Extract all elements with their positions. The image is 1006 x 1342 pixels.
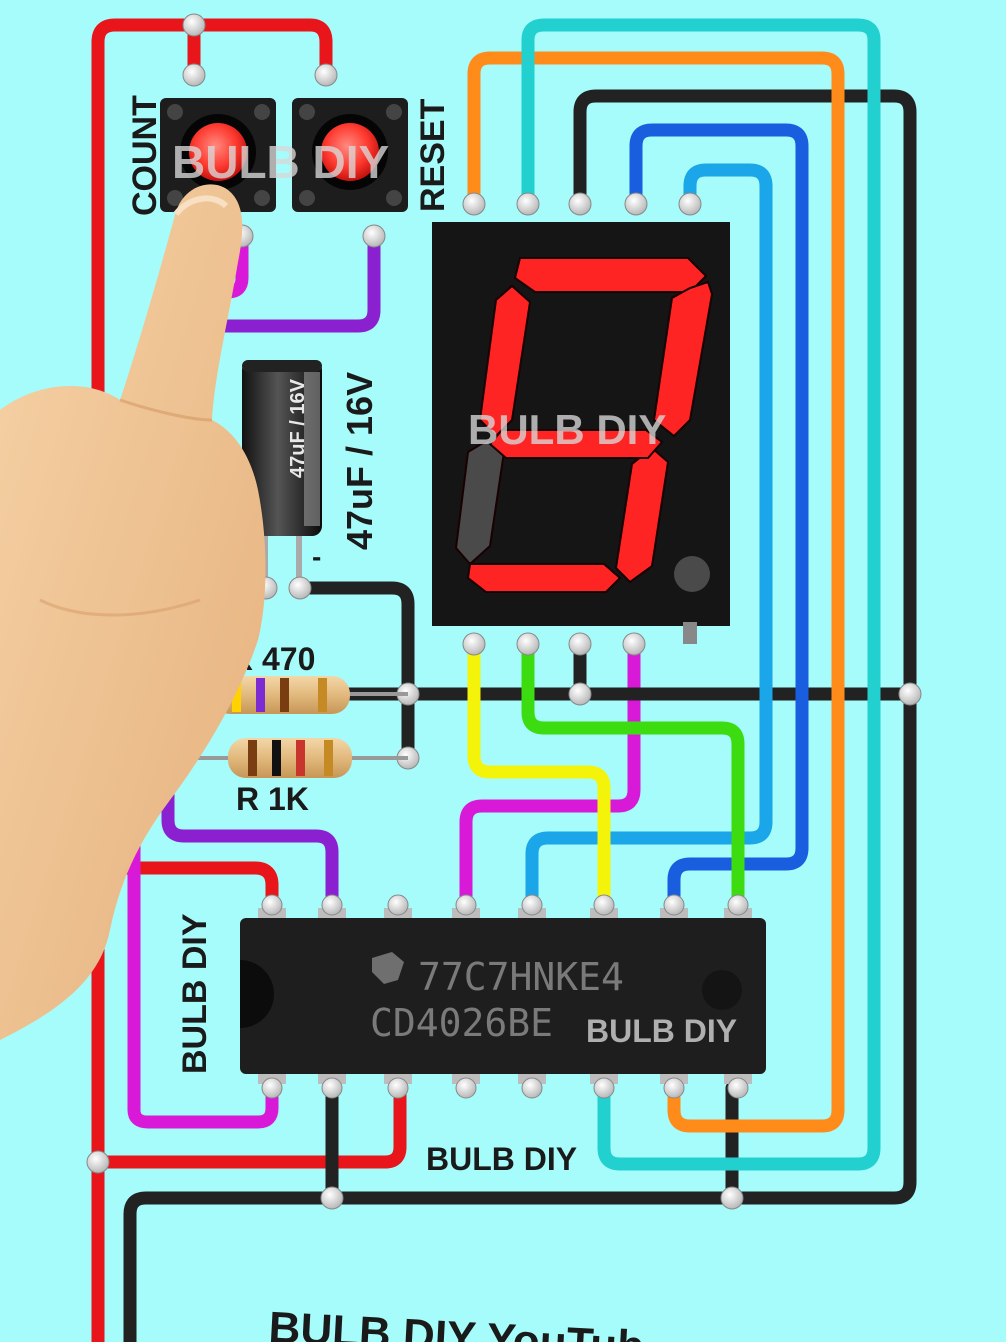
count-button[interactable] (160, 98, 276, 212)
resistor-1k-label: R 1K (236, 781, 309, 817)
segment-e (454, 438, 506, 566)
wire-green (521, 637, 745, 912)
junction-dot (320, 1186, 344, 1210)
segment-b (652, 280, 714, 438)
segment-g (488, 429, 664, 459)
ic-line1: 77C7HNKE4 (418, 955, 624, 999)
count-label: COUNT (126, 95, 164, 216)
seven-segment-display (432, 192, 730, 656)
button-pin (314, 63, 338, 87)
electrolytic-capacitor: 47uF / 16V (242, 360, 322, 600)
junction-dot (898, 682, 922, 706)
wire-cyan (521, 18, 881, 1171)
wire-yellow (467, 637, 611, 912)
wire-lightblue (525, 163, 773, 912)
footer-text: BULB DIY YouTub (267, 1303, 645, 1342)
capacitor-side-label: 47uF / 16V (339, 372, 380, 550)
watermark-ic: BULB DIY (586, 1013, 737, 1049)
ic-line2: CD4026BE (370, 1001, 553, 1045)
reset-button[interactable] (292, 98, 408, 212)
junction-dot (568, 682, 592, 706)
wire-black-right (123, 89, 917, 1342)
segment-a (513, 257, 708, 293)
junction-dot (182, 13, 206, 37)
wire-magenta-seg (459, 637, 641, 912)
reset-label: RESET (414, 98, 452, 212)
ic-chip: 77C7HNKE4 CD4026BE (240, 894, 766, 1099)
wire-orange (467, 51, 845, 1133)
watermark-display: BULB DIY (468, 406, 666, 453)
wire-red-ic (91, 861, 279, 912)
wire-red-main (91, 18, 201, 1342)
button-pin (182, 63, 206, 87)
capacitor-body-label: 47uF / 16V (287, 378, 309, 478)
ti-logo-icon (372, 952, 404, 984)
wire-black-cap (293, 581, 415, 765)
watermark-buttons: BULB DIY (172, 136, 389, 188)
resistor-1k (168, 738, 408, 778)
watermark-bottom: BULB DIY (426, 1141, 577, 1177)
segment-d (466, 563, 622, 593)
junction-dot (86, 1150, 110, 1174)
decimal-point (674, 556, 710, 592)
pointing-hand-icon (0, 184, 266, 1040)
junction-dot (720, 1186, 744, 1210)
wire-red-buttons (187, 18, 333, 82)
segments (454, 257, 714, 593)
segment-c (614, 446, 670, 584)
wire-red-bottom (91, 1081, 407, 1169)
button-pin (362, 224, 386, 248)
wire-blue (629, 123, 809, 912)
watermark-left: BULB DIY (176, 913, 214, 1074)
capacitor-minus-label: - (312, 541, 321, 572)
